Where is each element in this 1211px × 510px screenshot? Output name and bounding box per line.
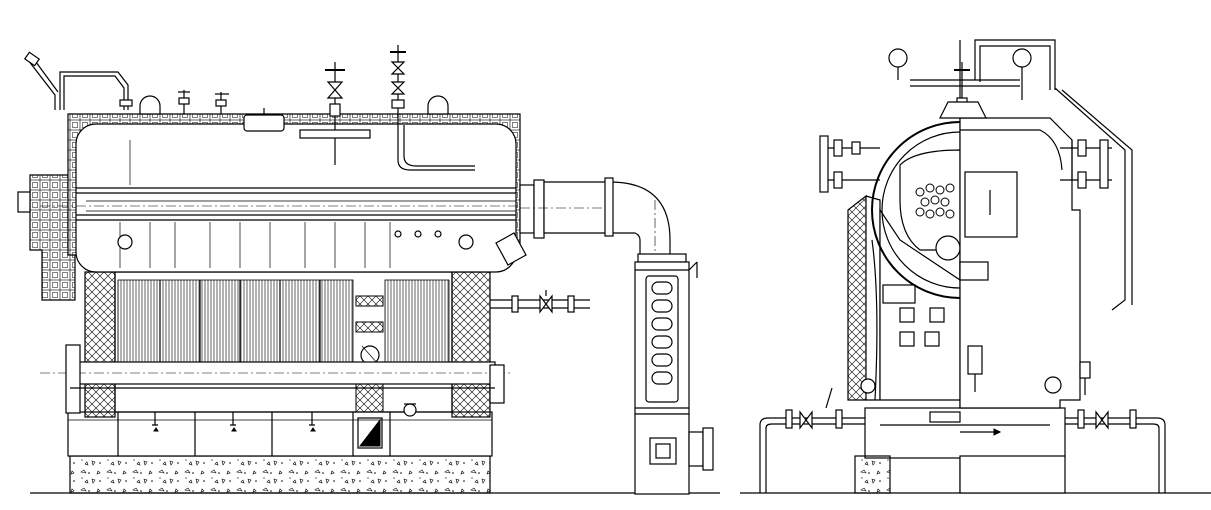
side-casing-right xyxy=(959,117,1091,409)
right-insulation-wall xyxy=(451,271,491,418)
gauge-valve-stack xyxy=(390,45,406,125)
side-valves xyxy=(403,232,590,417)
front-elevation-view xyxy=(17,45,720,495)
lower-header xyxy=(40,344,510,414)
side-left-valves xyxy=(819,135,880,193)
bottom-pipes xyxy=(759,387,1166,493)
base-ash-box xyxy=(67,411,493,457)
left-flange xyxy=(17,191,31,213)
main-valve xyxy=(325,62,345,130)
tube-bank xyxy=(114,271,453,413)
side-elevation-view xyxy=(740,39,1211,494)
top-fittings xyxy=(23,45,449,132)
upper-drum xyxy=(75,123,517,273)
economizer xyxy=(634,261,714,495)
foundation xyxy=(69,455,491,494)
side-pipework xyxy=(888,39,1133,311)
left-insulation-wall xyxy=(84,271,116,418)
side-base xyxy=(854,407,1066,494)
drum-internals xyxy=(40,125,540,268)
side-right-valves xyxy=(1060,139,1112,189)
flue-duct xyxy=(519,177,687,263)
